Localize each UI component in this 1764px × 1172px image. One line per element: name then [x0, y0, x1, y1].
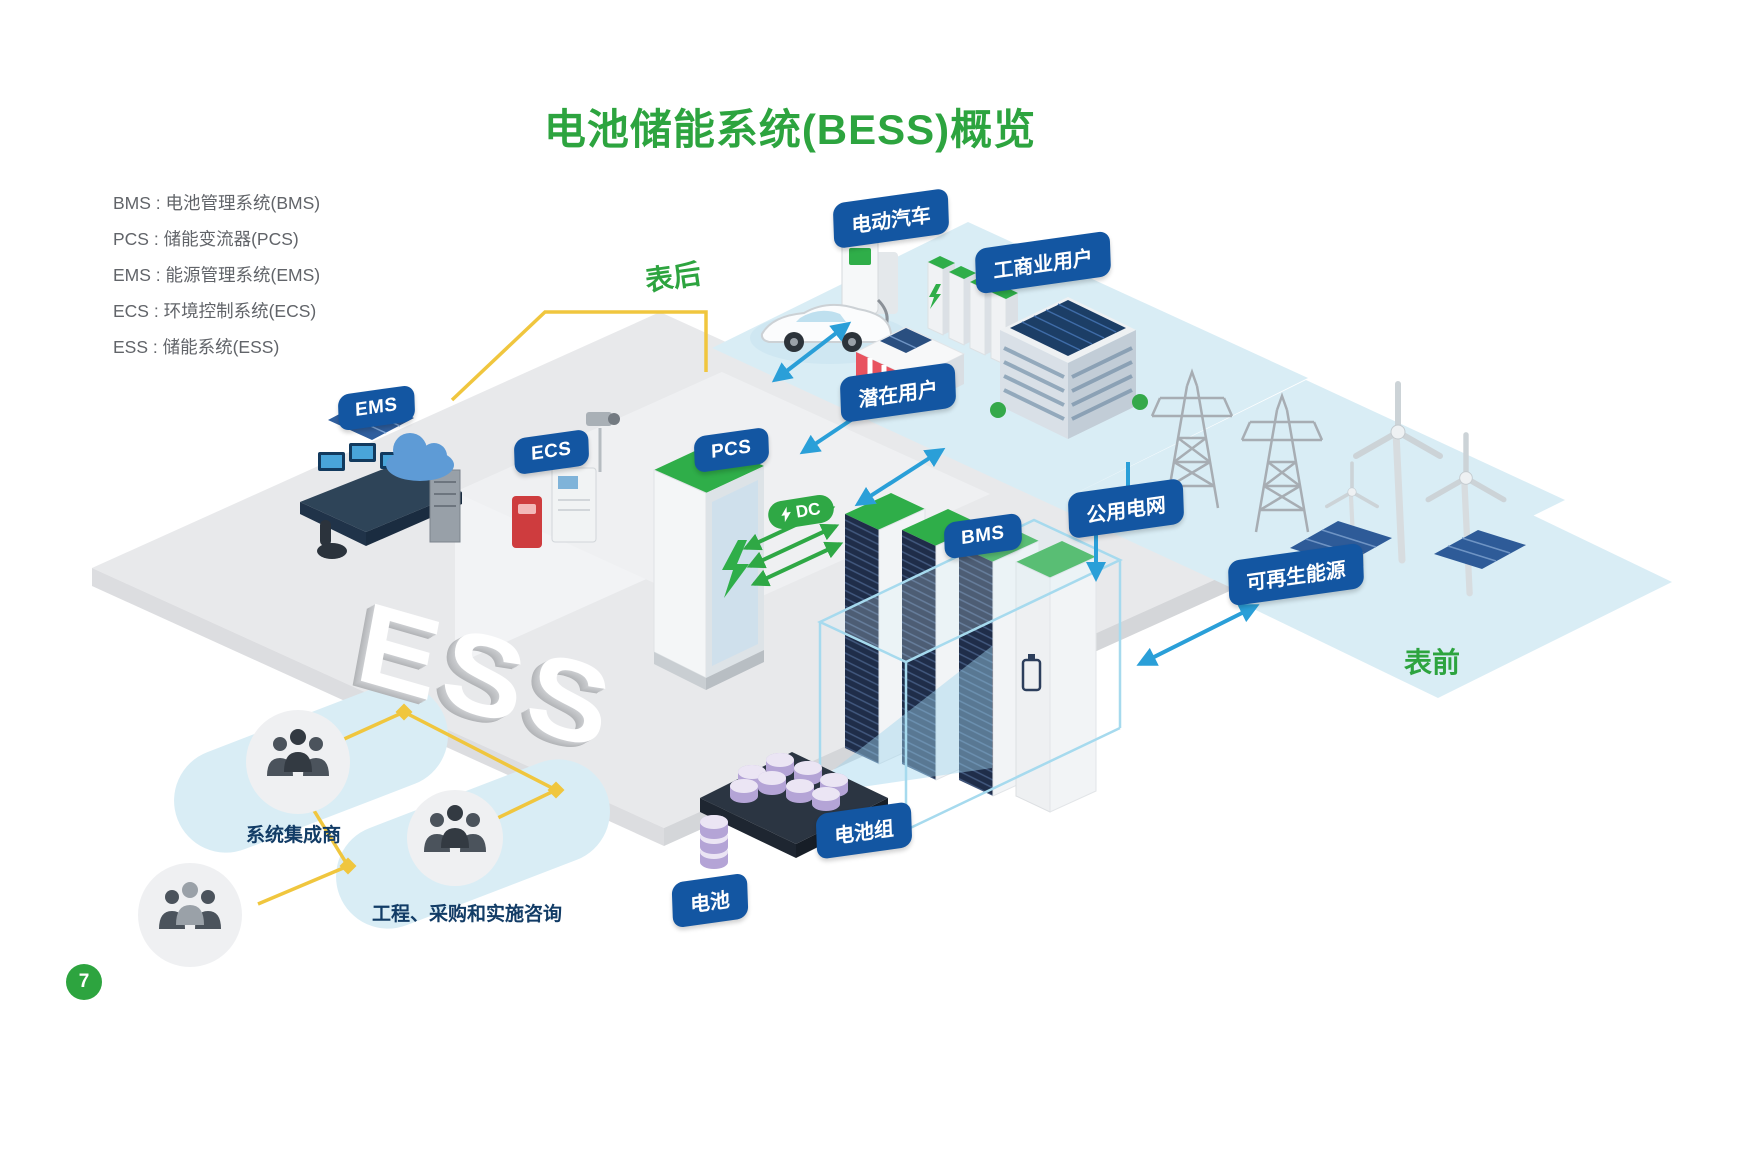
lightning-icon [929, 284, 941, 309]
ems-control-station [300, 398, 462, 559]
legend-item-ecs: ECS : 环境控制系统(ECS) [113, 301, 317, 321]
battery-rack-row [844, 492, 1097, 813]
page-number-badge: 7 [66, 964, 102, 1000]
pcs-cabinet [653, 443, 764, 690]
dc-text: DC [794, 499, 822, 522]
legend-item-bms: BMS : 电池管理系统(BMS) [113, 193, 321, 213]
people-group-epc [407, 790, 503, 886]
people-group-integrator [246, 710, 350, 814]
cloud-icon [386, 433, 454, 481]
office-building [990, 297, 1148, 439]
rooftop-solar-icon [1010, 300, 1126, 356]
lightning-icon [722, 540, 749, 598]
legend: BMS : 电池管理系统(BMS) PCS : 储能变流器(PCS) EMS :… [113, 190, 320, 370]
legend-item-pcs: PCS : 储能变流器(PCS) [113, 229, 299, 249]
legend-item-ess: ESS : 储能系统(ESS) [113, 337, 280, 357]
zone-label-front-of-meter: 表前 [1404, 647, 1461, 678]
zone-label-behind-meter: 表后 [643, 258, 704, 297]
tree-icon [1132, 394, 1148, 410]
chair-icon [320, 520, 331, 546]
lightning-icon [781, 506, 791, 523]
battery-rack-door [1015, 541, 1097, 813]
people-group-partner [138, 863, 242, 967]
system-integrator-label: 系统集成商 [246, 825, 342, 846]
legend-item-ems: EMS : 能源管理系统(EMS) [113, 265, 321, 285]
security-camera-icon [586, 412, 620, 426]
solar-panel-icon [880, 328, 932, 353]
battery-cell-stack [700, 815, 728, 869]
tree-icon [990, 402, 1006, 418]
fire-suppression-icon [512, 496, 542, 548]
epc-consulting-label: 工程、采购和实施咨询 [372, 904, 563, 925]
zoom-cone [800, 646, 992, 796]
ecs-equipment [512, 412, 620, 548]
page-title: 电池储能系统(BESS)概览 [543, 106, 1037, 153]
